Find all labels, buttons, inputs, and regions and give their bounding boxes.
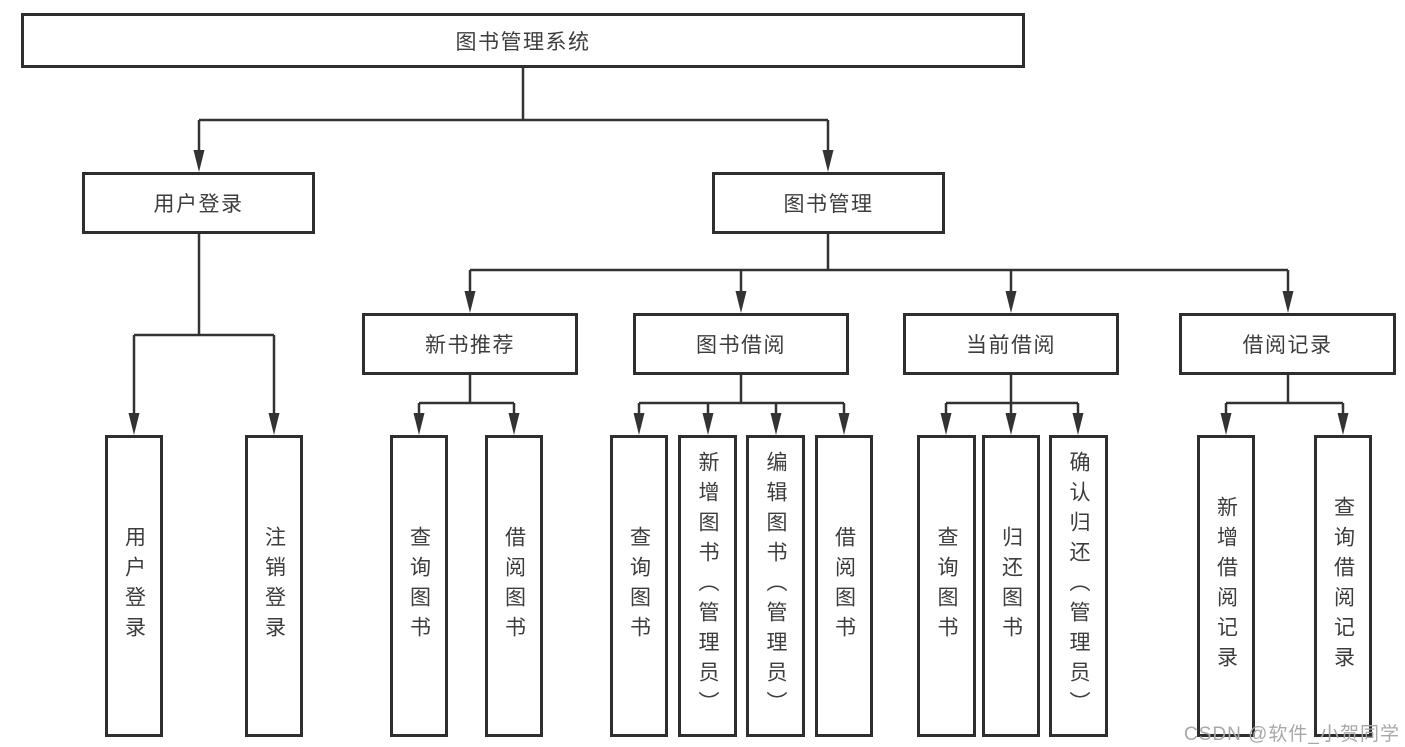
node-label: 新书推荐 xyxy=(425,334,515,357)
node-label: 借阅图书 xyxy=(832,526,856,646)
leaf-borrowing-add-book-admin: 新增图书（管理员） xyxy=(678,435,737,737)
node-label: 图书借阅 xyxy=(696,334,786,357)
connector-mgmt xyxy=(468,234,1290,293)
node-label: 查询图书 xyxy=(935,526,958,646)
leaf-logout: 注销登录 xyxy=(245,435,303,737)
leaf-borrowing-edit-book-admin: 编辑图书（管理员） xyxy=(746,435,805,737)
node-new-book-recommend: 新书推荐 xyxy=(362,313,578,375)
leaf-current-return-books: 归还图书 xyxy=(982,435,1040,737)
node-label: 查询图书 xyxy=(627,526,651,646)
node-label: 用户登录 xyxy=(153,193,244,216)
leaf-current-confirm-return-admin: 确认归还（管理员） xyxy=(1049,435,1108,737)
node-label: 用户登录 xyxy=(122,526,146,646)
node-label: 借阅图书 xyxy=(502,526,526,646)
node-library-management-system: 图书管理系统 xyxy=(21,13,1025,68)
node-borrowing-records: 借阅记录 xyxy=(1179,313,1396,375)
node-label: 图书管理系统 xyxy=(455,30,591,54)
connector-root xyxy=(197,68,830,152)
connector-newbook xyxy=(417,375,516,416)
leaf-records-query-record: 查询借阅记录 xyxy=(1314,435,1372,737)
node-label: 编辑图书（管理员） xyxy=(764,451,787,721)
node-label: 注销登录 xyxy=(262,526,286,646)
node-user-login: 用户登录 xyxy=(82,172,315,234)
connector-login xyxy=(132,234,276,416)
leaf-borrowing-borrow-books: 借阅图书 xyxy=(815,435,873,737)
leaf-user-login: 用户登录 xyxy=(105,435,163,737)
node-label: 借阅记录 xyxy=(1242,334,1333,357)
leaf-borrowing-query-books: 查询图书 xyxy=(610,435,668,737)
node-label: 查询图书 xyxy=(407,526,431,646)
leaf-newbook-borrow-books: 借阅图书 xyxy=(485,435,543,737)
node-label: 查询借阅记录 xyxy=(1331,496,1355,676)
connector-current xyxy=(944,375,1080,416)
connector-records xyxy=(1224,375,1345,416)
node-label: 图书管理 xyxy=(783,193,874,216)
connector-borrowing xyxy=(637,375,846,416)
node-current-borrowing: 当前借阅 xyxy=(903,313,1119,375)
leaf-newbook-query-books: 查询图书 xyxy=(390,435,448,737)
node-book-management: 图书管理 xyxy=(712,172,945,234)
node-label: 当前借阅 xyxy=(966,334,1056,357)
node-label: 新增借阅记录 xyxy=(1214,496,1238,676)
arrowheads xyxy=(128,150,1349,435)
node-book-borrowing: 图书借阅 xyxy=(633,313,849,375)
node-label: 新增图书（管理员） xyxy=(696,451,719,721)
csdn-watermark: CSDN @软件_小贺同学 xyxy=(1184,724,1400,745)
leaf-records-add-record: 新增借阅记录 xyxy=(1197,435,1255,737)
leaf-current-query-books: 查询图书 xyxy=(917,435,976,737)
node-label: 归还图书 xyxy=(999,526,1023,646)
node-label: 确认归还（管理员） xyxy=(1067,451,1090,721)
